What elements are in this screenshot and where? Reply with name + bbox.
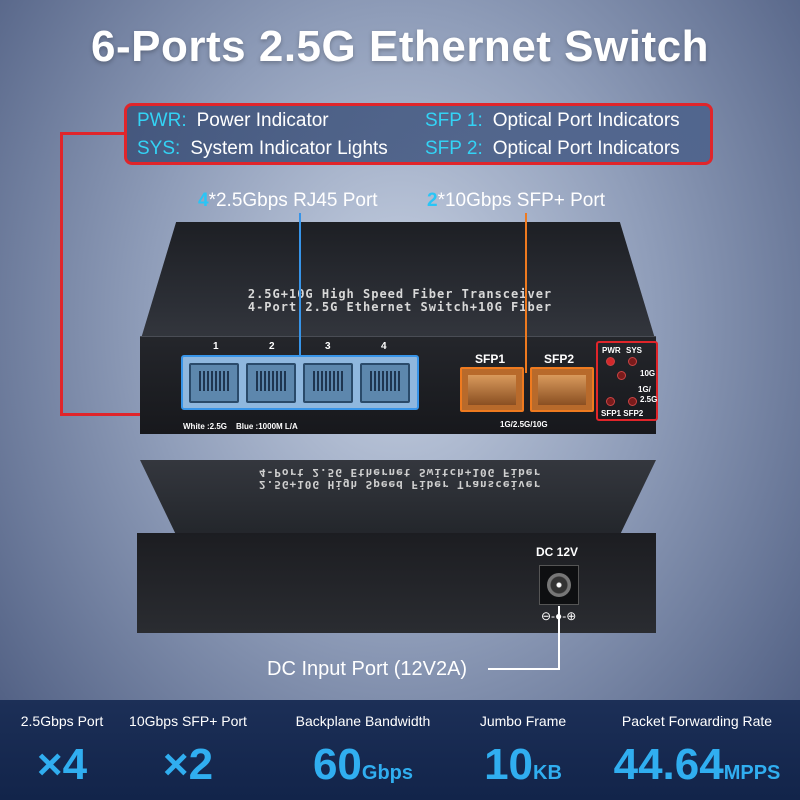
dc-input-label: DC Input Port (12V2A) [267,658,468,680]
legend-sys-text: System Indicator Lights [190,138,388,159]
spec-value-number: ×4 [36,740,88,789]
led-1g-label: 1G/ [638,385,651,394]
spec-value-unit: Gbps [361,762,414,784]
led-10g [617,371,626,380]
device-label-line1: 2.5G+10G High Speed Fiber Transceiver [247,287,553,301]
spec-label: Packet Forwarding Rate [621,713,773,729]
dc-pointer-line-horizontal [488,668,560,670]
spec-value: ×2 [124,740,252,790]
led-sys [628,357,637,366]
sfp-speed-note: 1G/2.5G/10G [500,420,548,429]
led-sfp1 [606,397,615,406]
sfp-port-1 [460,367,524,412]
sfp2-label: SFP2 [544,352,575,366]
port-number-3: 3 [325,341,331,352]
dc-pointer-line-vertical [558,606,560,670]
indicator-legend: PWR: Power Indicator SYS: System Indicator… [124,103,713,165]
legend-sfp1-key: SFP 1: [425,110,483,131]
sfp-port-2 [530,367,594,412]
led-sfp-label: SFP1 SFP2 [601,409,644,418]
dc-voltage-label: DC 12V [536,545,579,559]
spec-rj45-ports: 2.5Gbps Port ×4 [0,700,124,800]
rj45-port-group [181,355,419,410]
spec-backplane-bandwidth: Backplane Bandwidth 60Gbps [278,700,448,800]
legend-sfp1-text: Optical Port Indicators [492,110,680,131]
led-pwr-label: PWR [602,346,621,355]
spec-label: Jumbo Frame [479,713,567,729]
rj45-text: *2.5Gbps RJ45 Port [208,190,378,211]
switch-back-top-panel [140,460,656,535]
spec-bar: 2.5Gbps Port ×4 10Gbps SFP+ Port ×2 Back… [0,700,800,800]
spec-label: 2.5Gbps Port [20,713,104,729]
port-number-4: 4 [381,341,387,352]
spec-value: 60Gbps [278,740,448,790]
spec-value-number: 10 [484,740,534,789]
led-sfp2 [628,397,637,406]
spec-value: ×4 [0,740,124,790]
port-number-2: 2 [269,341,275,352]
rj45-pointer-line [299,213,301,363]
led-10g-label: 10G [640,369,656,378]
spec-sfp-ports: 10Gbps SFP+ Port ×2 [124,700,252,800]
sfp-pointer-line [525,213,527,373]
legend-sys-key: SYS: [137,138,181,159]
spec-value: 10KB [460,740,586,790]
port-number-1: 1 [213,341,219,352]
device-back-label-line2: 2.5G+10G High Speed Fiber Transceiver [258,478,542,491]
led-sys-label: SYS [626,346,643,355]
led-legend-blue: Blue :1000M L/A [236,422,298,431]
rj45-count: 4 [198,190,209,211]
legend-connector-left [60,132,63,416]
spec-value-unit: KB [533,762,562,784]
rj45-port-1 [189,363,239,403]
spec-label: Backplane Bandwidth [295,713,431,729]
spec-value-number: ×2 [162,740,214,789]
legend-sfp2-key: SFP 2: [425,138,483,159]
legend-sfp2-text: Optical Port Indicators [492,138,680,159]
spec-value-unit: MPPS [723,762,781,784]
dc-power-jack [539,565,579,605]
sfp-text: *10Gbps SFP+ Port [437,190,605,211]
led-25g-label: 2.5G [640,395,658,404]
sfp1-label: SFP1 [475,352,506,366]
legend-pwr: PWR: Power Indicator [137,110,329,132]
rj45-port-2 [246,363,296,403]
legend-sfp1: SFP 1: Optical Port Indicators [425,110,680,132]
legend-connector-top [60,132,126,135]
legend-pwr-key: PWR: [137,110,187,131]
led-legend-white: White :2.5G [183,422,228,431]
spec-jumbo-frame: Jumbo Frame 10KB [460,700,586,800]
legend-sys: SYS: System Indicator Lights [137,138,388,160]
led-pwr [606,357,615,366]
rj45-port-3 [303,363,353,403]
led-indicator-panel: PWR SYS 10G 1G/ 2.5G SFP1 SFP2 [596,341,658,421]
spec-value: 44.64MPPS [594,740,800,790]
spec-value-number: 60 [312,740,362,789]
rj45-port-label: 4*2.5Gbps RJ45 Port [198,190,378,212]
spec-label: 10Gbps SFP+ Port [129,713,247,729]
switch-top-panel [140,222,656,342]
spec-forwarding-rate: Packet Forwarding Rate 44.64MPPS [594,700,800,800]
page-title: 6-Ports 2.5G Ethernet Switch [91,22,709,71]
spec-value-number: 44.64 [613,740,724,789]
sfp-port-label: 2*10Gbps SFP+ Port [427,190,605,212]
device-label-line2: 4-Port 2.5G Ethernet Switch+10G Fiber [247,300,553,314]
rj45-port-4 [360,363,410,403]
legend-pwr-text: Power Indicator [196,110,329,131]
legend-sfp2: SFP 2: Optical Port Indicators [425,138,680,160]
sfp-count: 2 [427,190,438,211]
